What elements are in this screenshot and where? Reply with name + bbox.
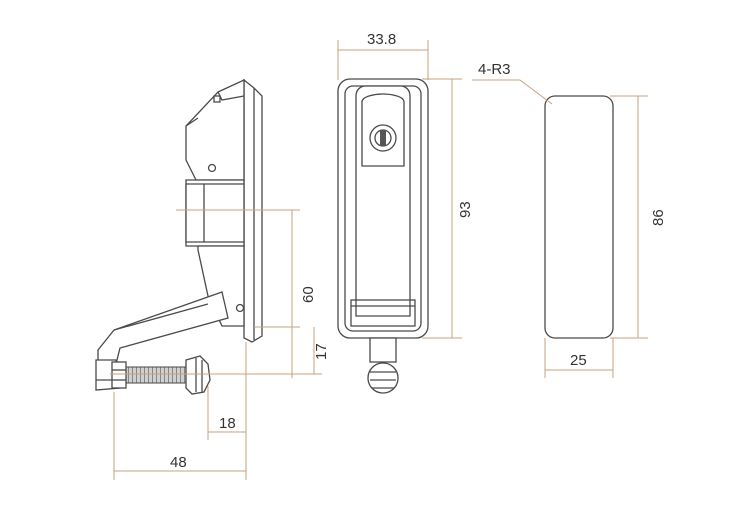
front-view	[337, 78, 429, 394]
dim-front-height: 93	[457, 201, 474, 218]
dimension-lines	[110, 40, 648, 480]
dim-screw-length: 18	[219, 415, 236, 432]
dim-cutout-width: 25	[570, 352, 587, 369]
side-view	[95, 78, 263, 395]
dim-corner-radius: 4-R3	[478, 61, 511, 78]
dim-screw-offset: 17	[313, 343, 330, 360]
dim-front-width: 33.8	[367, 31, 396, 48]
dim-handle-height: 60	[300, 286, 317, 303]
dim-cutout-height: 86	[650, 209, 667, 226]
dimension-labels: 33.8 93 4-R3 86 25 60 17 18 48	[170, 31, 667, 471]
dim-total-depth: 48	[170, 454, 187, 471]
cutout-view	[544, 95, 614, 339]
